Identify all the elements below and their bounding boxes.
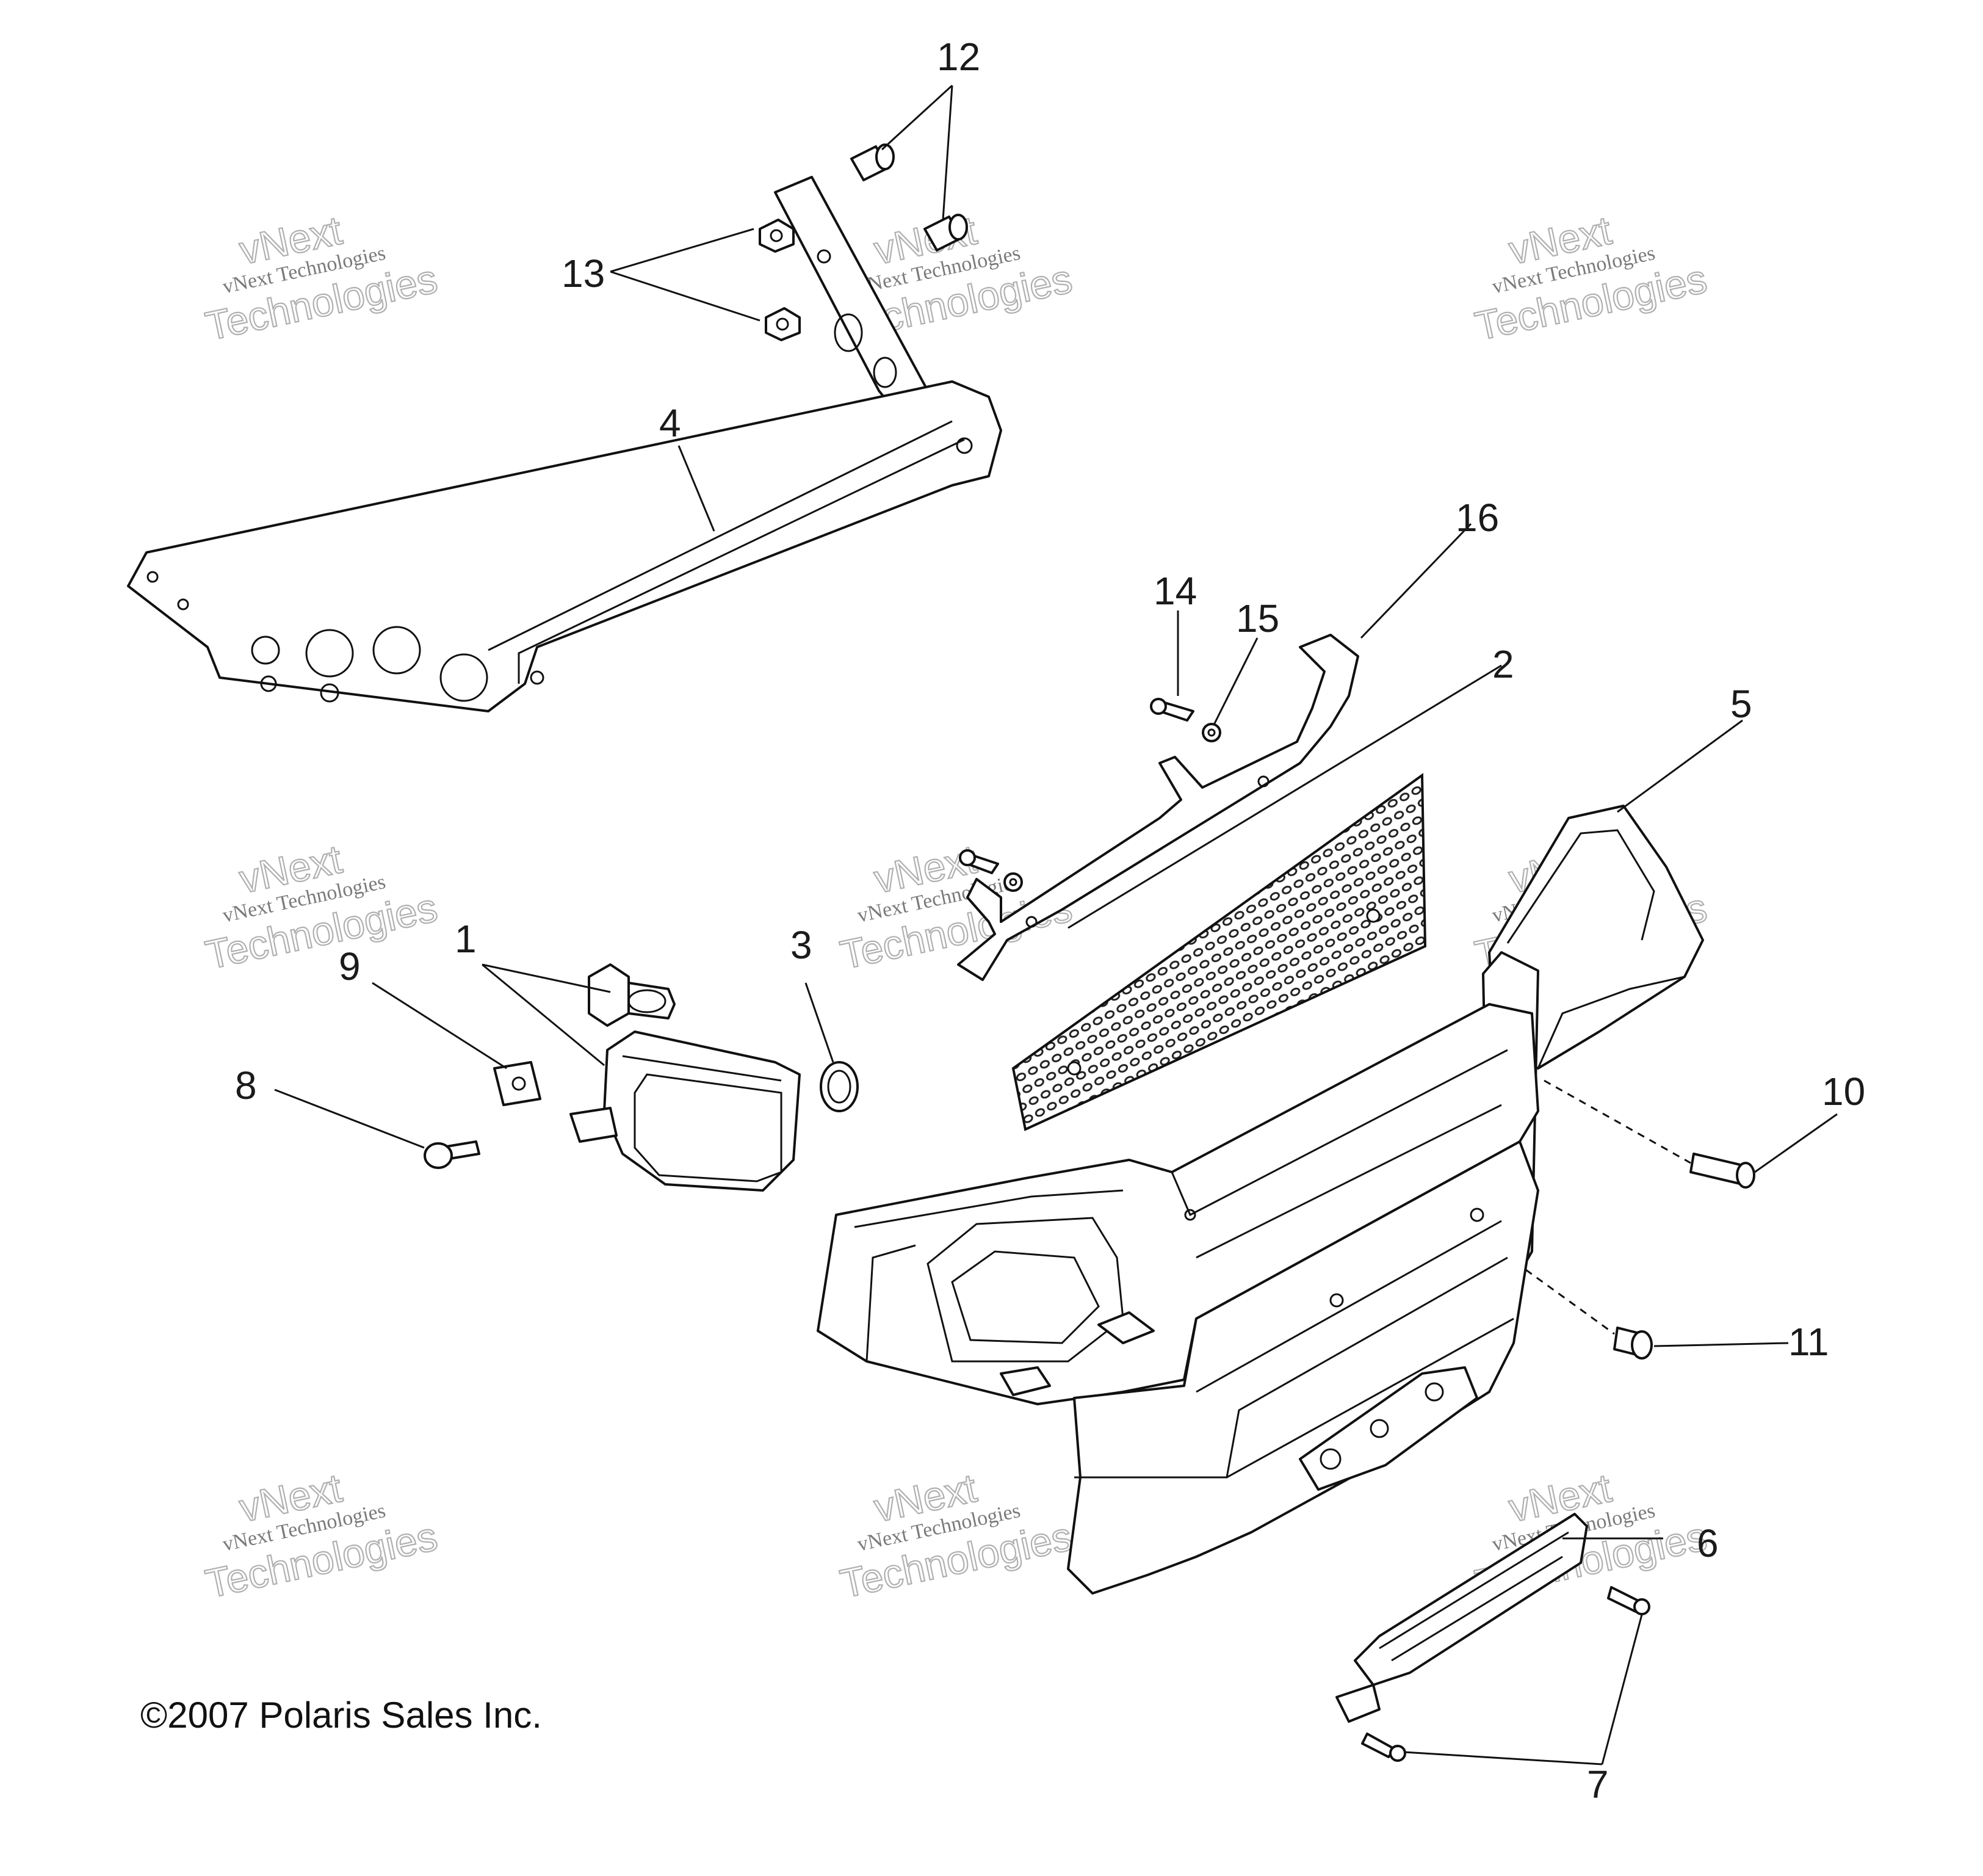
callout-12: 12	[937, 35, 980, 79]
leader-dashed-11	[1525, 1269, 1615, 1335]
callout-15: 15	[1236, 596, 1279, 640]
callout-3: 3	[790, 923, 812, 967]
callout-16: 16	[1456, 496, 1499, 540]
callout-6: 6	[1697, 1521, 1719, 1565]
callout-5: 5	[1730, 682, 1752, 726]
leader-lines	[274, 84, 1838, 1766]
part-4-brace	[127, 176, 1002, 712]
part-7-screws	[1361, 1586, 1650, 1762]
part-11-plug	[1613, 1327, 1653, 1360]
callout-10: 10	[1822, 1070, 1865, 1114]
watermark-top-left: vNext vNext Technologies Technologies	[201, 206, 441, 349]
copyright-text: ©2007 Polaris Sales Inc.	[140, 1695, 542, 1736]
part-2-mesh-grille	[1011, 773, 1427, 1131]
callout-8: 8	[235, 1063, 257, 1107]
callout-4: 4	[659, 401, 681, 445]
part-10-bolt	[1689, 1153, 1755, 1189]
part-9-clip	[493, 1061, 541, 1106]
part-5-front-bumper	[817, 805, 1704, 1595]
part-13-nuts	[759, 219, 801, 341]
callout-13: 13	[562, 252, 605, 295]
callout-11: 11	[1788, 1320, 1829, 1364]
callout-9: 9	[339, 944, 361, 988]
part-1-headlight	[569, 963, 801, 1192]
callout-14: 14	[1154, 569, 1197, 613]
watermark-top-right: vNext vNext Technologies Technologies	[1470, 206, 1711, 349]
callout-1: 1	[455, 917, 477, 961]
part-12-bolts	[850, 143, 968, 252]
callout-2: 2	[1492, 642, 1514, 686]
part-6-skid-plate	[1335, 1513, 1588, 1723]
callout-7: 7	[1587, 1762, 1609, 1806]
part-8-screw	[424, 1140, 480, 1169]
callout-labels: 1 2 3 4 5 6 7 8 9 10 11 12 13 14 15 16	[235, 35, 1865, 1806]
watermark-mid-left: vNext vNext Technologies Technologies	[201, 835, 441, 978]
part-3-o-ring	[820, 1061, 859, 1112]
part-14-15-fasteners	[959, 698, 1221, 892]
leader-dashed-10	[1544, 1079, 1691, 1164]
watermark-bottom-left: vNext vNext Technologies Technologies	[201, 1464, 441, 1607]
part-16-bracket	[957, 634, 1359, 981]
watermark-bottom-center: vNext vNext Technologies Technologies	[836, 1464, 1076, 1607]
